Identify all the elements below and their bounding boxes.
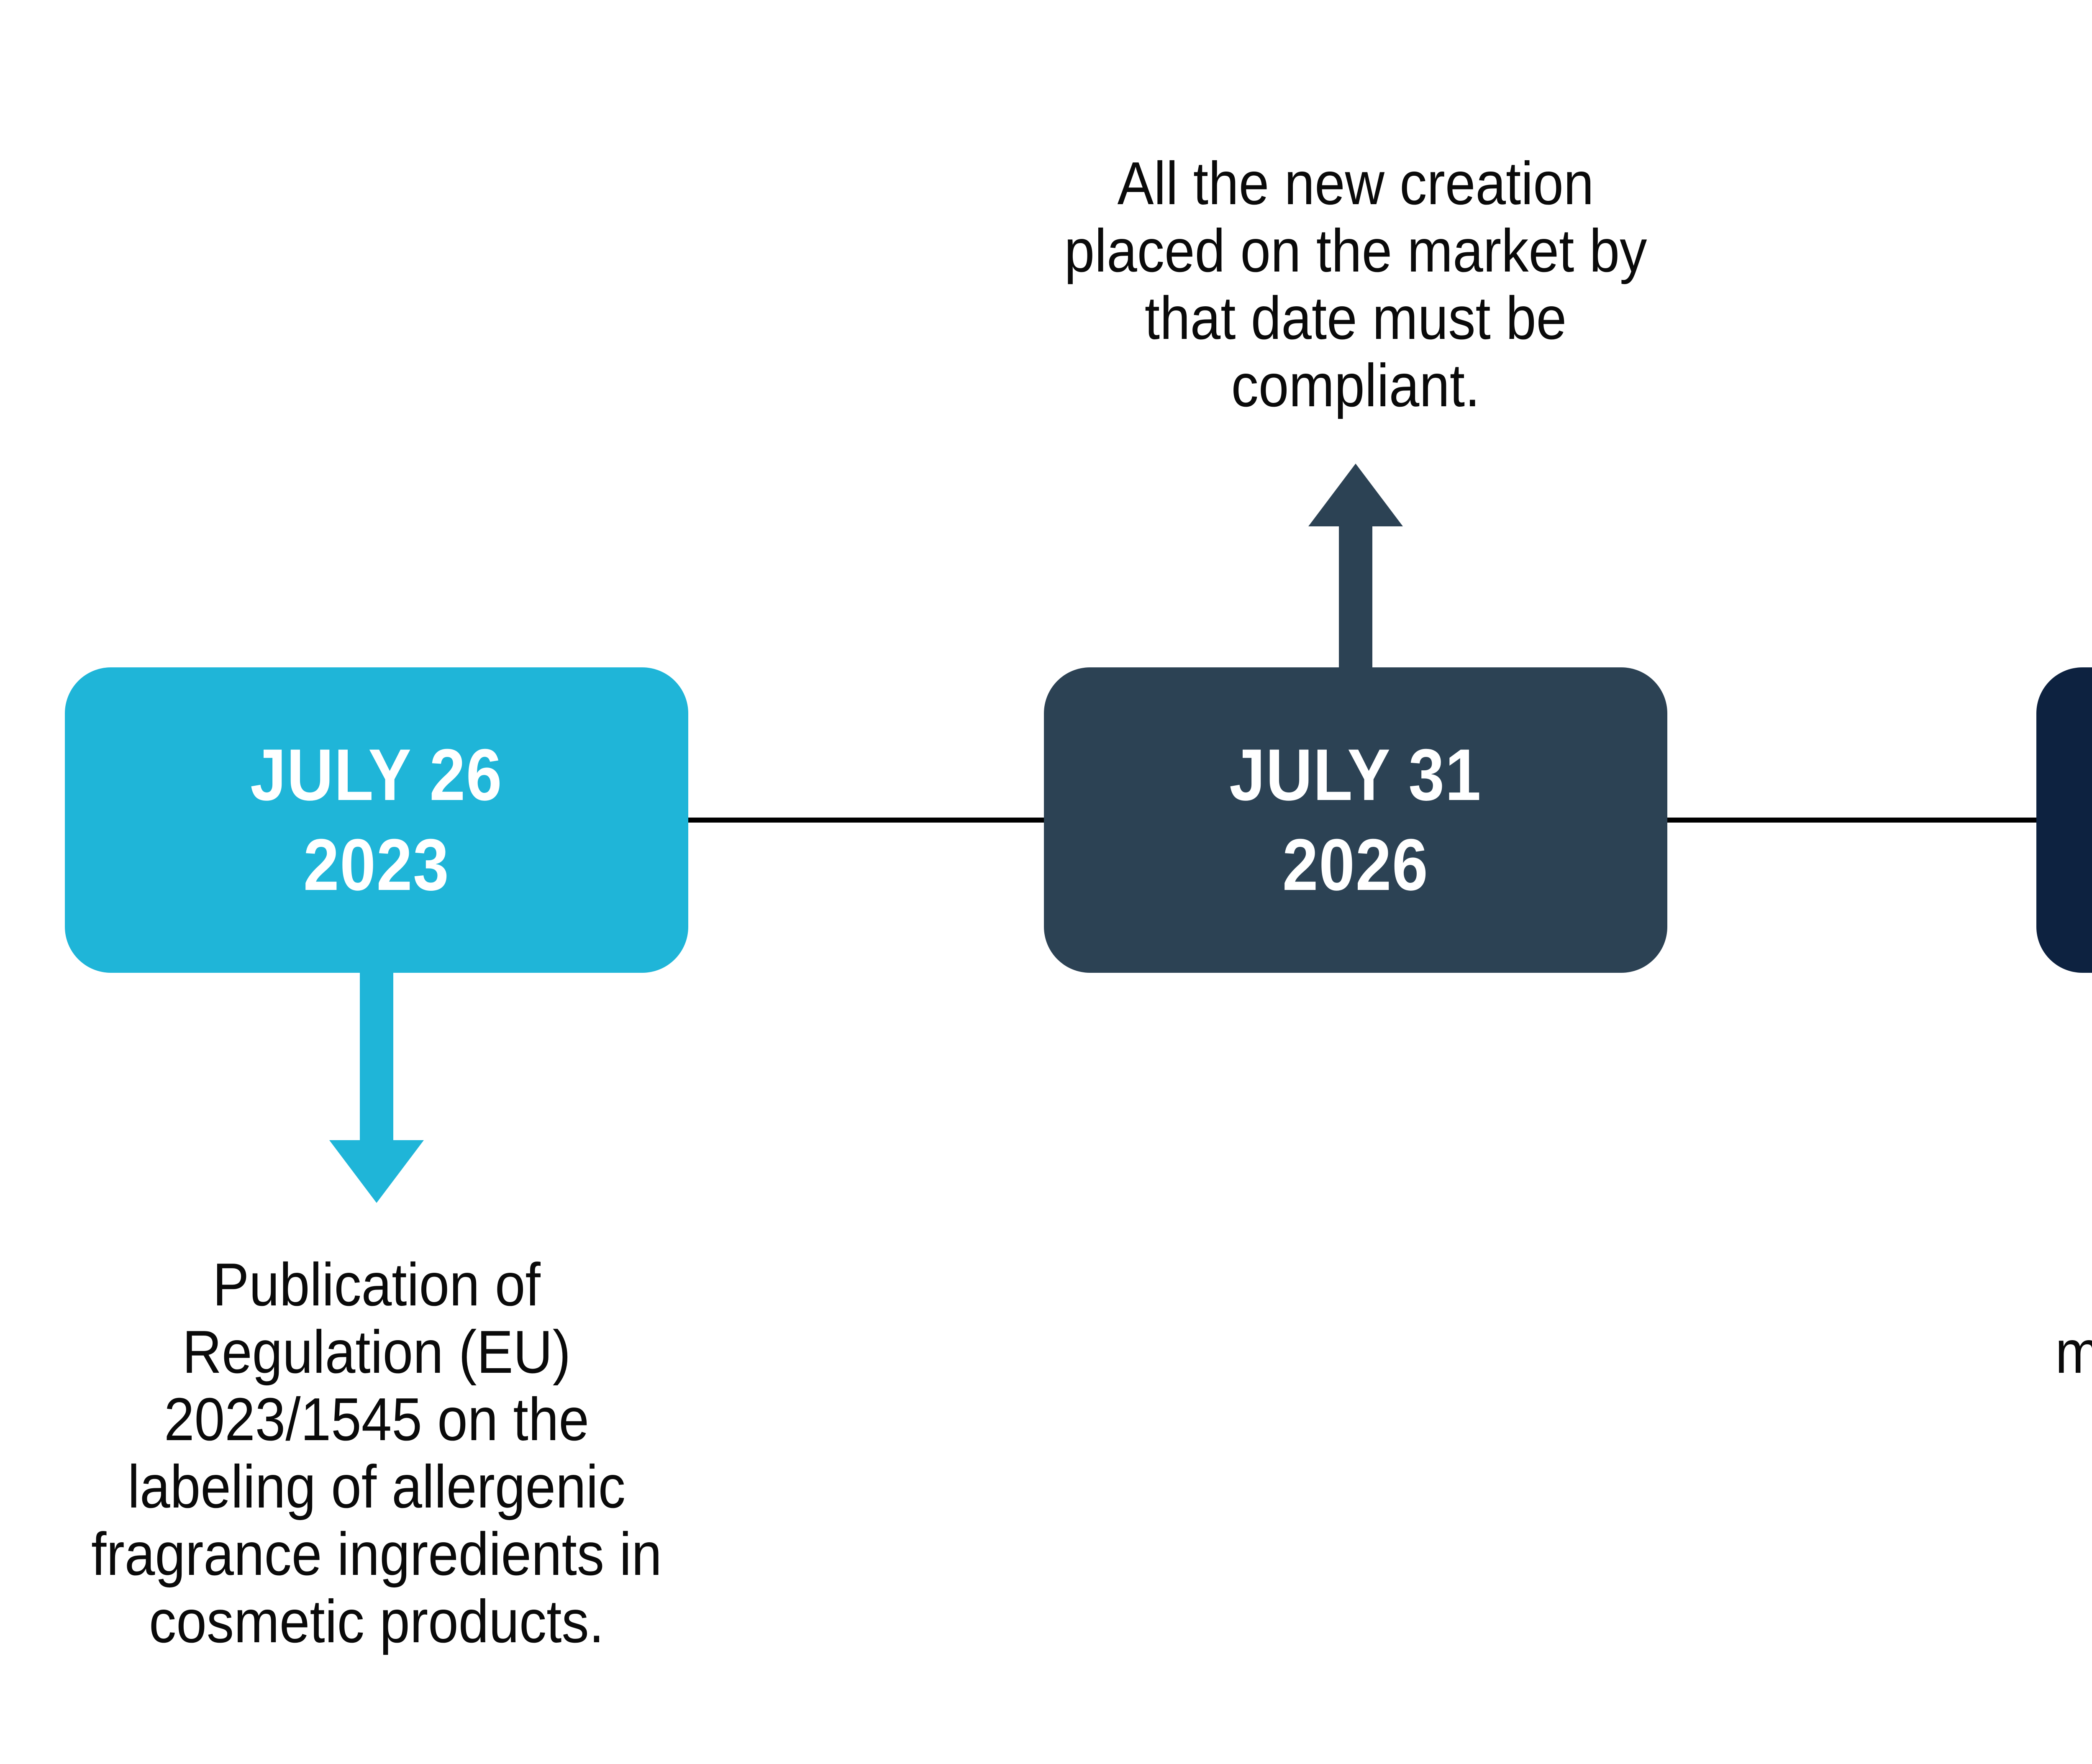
note-line: labeling of allergenic bbox=[128, 1453, 626, 1520]
note-line: cosmetic products. bbox=[149, 1587, 604, 1655]
note-line: placed on the market by bbox=[1064, 217, 1647, 285]
milestone-date-2026: JULY 31 2026 bbox=[1229, 730, 1482, 910]
note-line: compliant. bbox=[1231, 351, 1480, 419]
milestone-box-2028: JULY 31 2028 bbox=[2036, 667, 2092, 973]
milestone-box-2023: JULY 26 2023 bbox=[65, 667, 688, 973]
note-2026-compliance: All the new creation placed on the marke… bbox=[812, 150, 1900, 419]
arrow-up-stem bbox=[1339, 526, 1372, 667]
date-line-2: 2026 bbox=[1282, 824, 1429, 906]
note-line: Publication of bbox=[213, 1251, 541, 1318]
milestone-date-2023: JULY 26 2023 bbox=[250, 730, 502, 910]
date-line-2: 2023 bbox=[303, 824, 450, 906]
note-line: fragrance ingredients in bbox=[91, 1520, 662, 1588]
note-line: Withdrawal from the bbox=[1859, 1251, 2092, 1318]
note-line: products. bbox=[1859, 1386, 2092, 1453]
note-line: Regulation (EU) bbox=[182, 1318, 571, 1386]
note-2023-publication: Publication of Regulation (EU) 2023/1545… bbox=[0, 1251, 837, 1655]
note-line: that date must be bbox=[1144, 284, 1567, 352]
milestone-box-2026: JULY 31 2026 bbox=[1044, 667, 1667, 973]
note-line: All the new creation bbox=[1117, 149, 1594, 217]
note-line: 2023/1545 on the bbox=[164, 1385, 589, 1453]
date-line-1: JULY 31 bbox=[1229, 734, 1482, 816]
arrow-up-icon bbox=[1308, 464, 1403, 526]
arrow-down-icon bbox=[329, 1140, 424, 1203]
date-line-1: JULY 26 bbox=[250, 734, 503, 816]
arrow-down-stem bbox=[360, 973, 393, 1140]
note-2028-withdrawal: Withdrawal from the market of non-compli… bbox=[1804, 1251, 2092, 1453]
note-line: market of non-compliant bbox=[1859, 1318, 2092, 1386]
